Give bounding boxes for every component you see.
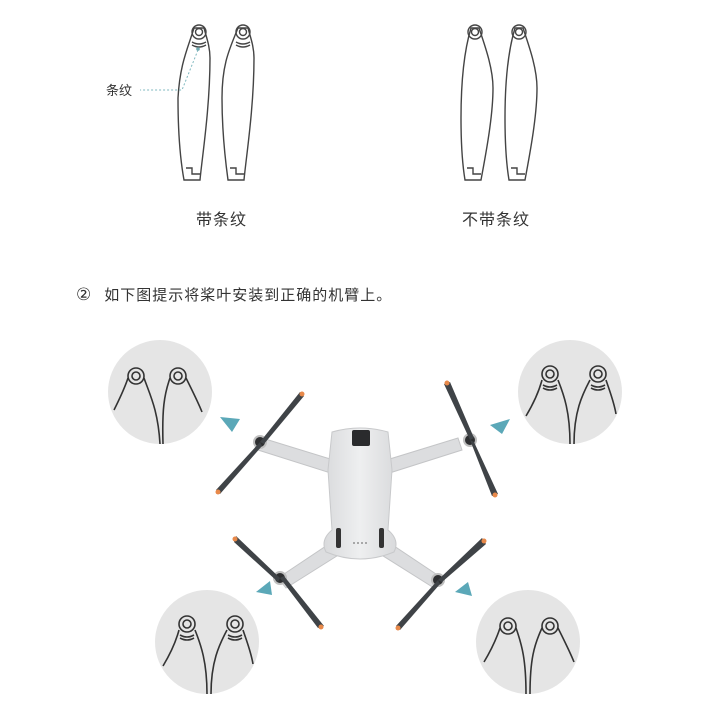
arrow-bottom-left-icon bbox=[256, 581, 272, 595]
plain-propeller-root-icon bbox=[483, 617, 575, 695]
detail-circle-bottom-right bbox=[476, 590, 580, 695]
striped-propeller-root-icon bbox=[525, 365, 617, 445]
camera-gimbal bbox=[352, 430, 370, 446]
arrow-top-left-icon bbox=[220, 417, 240, 432]
striped-propeller-root-icon bbox=[162, 615, 254, 695]
detail-circle-top-left bbox=[108, 340, 212, 445]
plain-propellers-illustration bbox=[460, 24, 538, 181]
step-number: ② bbox=[76, 285, 93, 305]
instruction-text: 如下图提示将桨叶安装到正确的机臂上。 bbox=[104, 286, 393, 304]
stripe-label: 条纹 bbox=[106, 84, 133, 99]
detail-circle-bottom-left bbox=[155, 590, 259, 695]
striped-caption: 带条纹 bbox=[196, 210, 248, 229]
drone-body bbox=[323, 427, 397, 560]
plain-caption: 不带条纹 bbox=[462, 210, 531, 229]
striped-propellers-illustration bbox=[140, 24, 255, 181]
arrow-top-right-icon bbox=[490, 419, 510, 434]
arrow-bottom-right-icon bbox=[455, 582, 472, 596]
instruction-line: ② 如下图提示将桨叶安装到正确的机臂上。 bbox=[76, 284, 392, 305]
plain-propeller-root-icon bbox=[113, 367, 203, 445]
drone-top-view bbox=[215, 380, 498, 631]
detail-circle-top-right bbox=[518, 340, 622, 445]
